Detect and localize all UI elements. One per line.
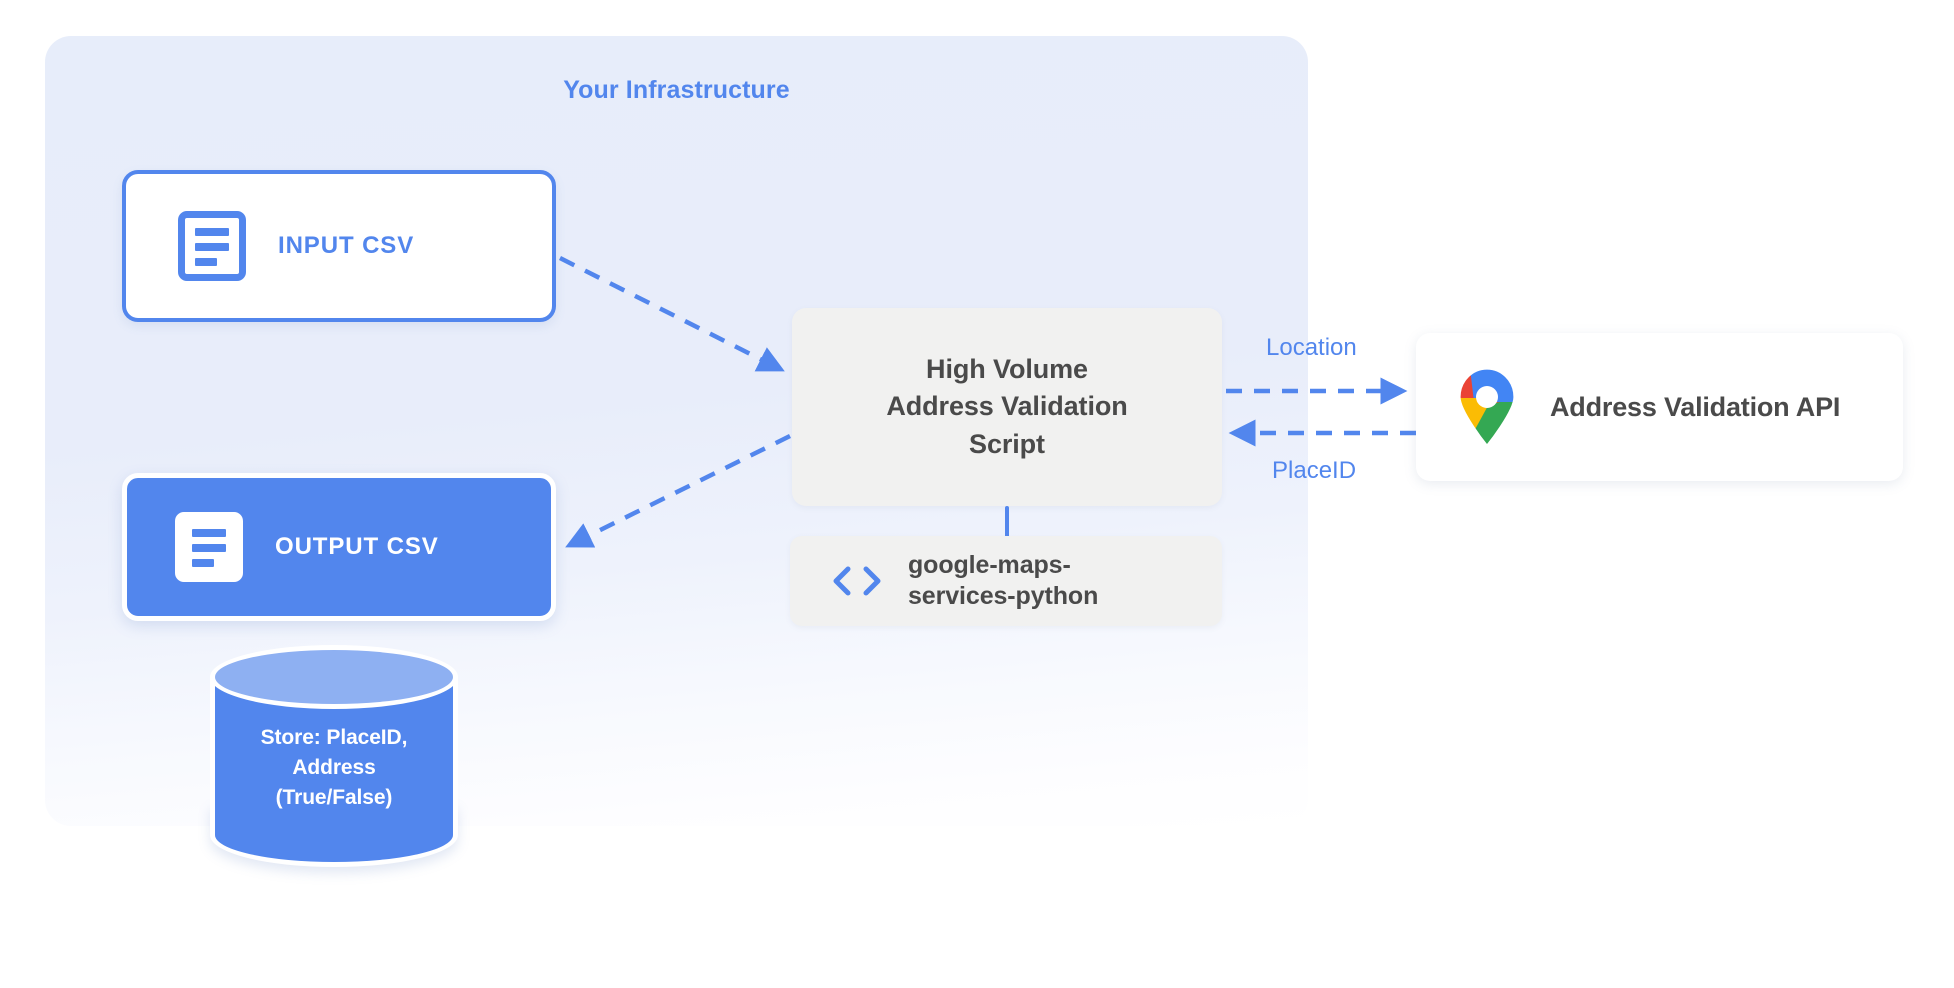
node-validation-script-line1: High Volume: [926, 354, 1088, 385]
node-client-library[interactable]: google-maps- services-python: [790, 536, 1222, 626]
edge-label-placeid: PlaceID: [1272, 457, 1357, 484]
node-validation-script[interactable]: High Volume Address Validation Script: [792, 308, 1222, 506]
node-input-csv[interactable]: INPUT CSV: [122, 170, 556, 322]
node-database[interactable]: Store: PlaceID, Address (True/False): [210, 645, 458, 867]
node-database-line3: (True/False): [275, 785, 393, 809]
node-address-validation-api-label: Address Validation API: [1550, 391, 1841, 422]
node-address-validation-api[interactable]: Address Validation API: [1416, 333, 1903, 481]
node-client-library-label: google-maps- services-python: [908, 550, 1098, 613]
node-client-library-line2: services-python: [908, 582, 1099, 610]
edge-label-location: Location: [1266, 334, 1357, 361]
script-library-connector: [1005, 506, 1009, 538]
code-brackets-icon: [828, 561, 886, 601]
node-database-label: Store: PlaceID, Address (True/False): [210, 723, 458, 812]
node-validation-script-line2: Address Validation: [886, 391, 1128, 422]
node-output-csv-label: OUTPUT CSV: [275, 533, 439, 560]
document-icon: [175, 512, 243, 582]
node-input-csv-label: INPUT CSV: [278, 232, 415, 259]
google-maps-pin-icon: [1456, 368, 1518, 446]
node-client-library-line1: google-maps-: [908, 550, 1071, 579]
infrastructure-panel-title: Your Infrastructure: [563, 76, 790, 104]
document-icon: [178, 211, 246, 281]
node-validation-script-line3: Script: [969, 428, 1045, 459]
node-database-line1: Store: PlaceID,: [260, 726, 408, 749]
database-cylinder-top: [210, 645, 458, 709]
node-database-line2: Address: [292, 755, 376, 779]
node-output-csv[interactable]: OUTPUT CSV: [122, 473, 556, 621]
